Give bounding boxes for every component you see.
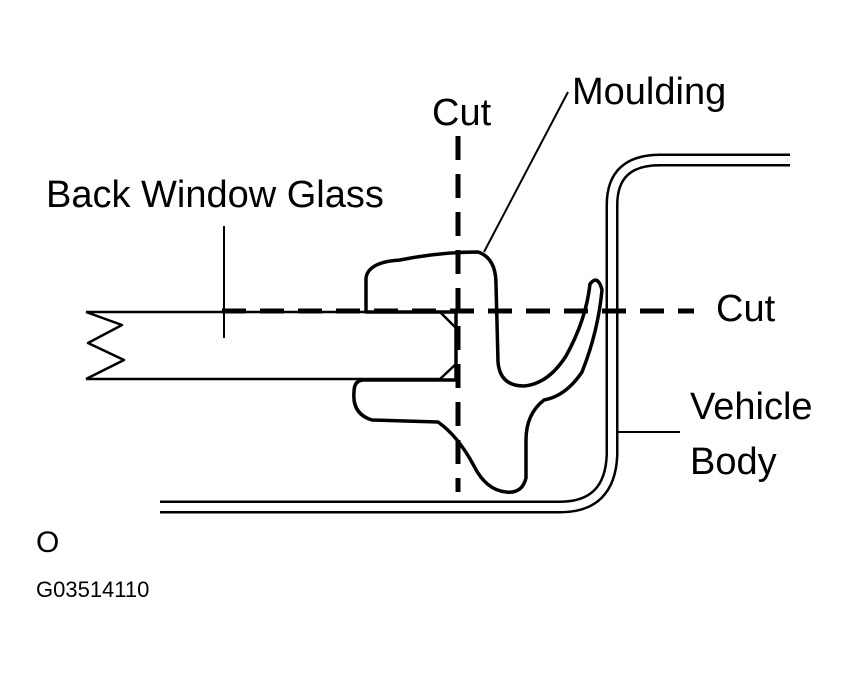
back-window-glass-panel: [85, 310, 458, 381]
glass-break-zigzag: [85, 310, 126, 381]
moulding-label: Moulding: [572, 71, 727, 113]
moulding-profile: [352, 250, 604, 494]
vehicle-body-label-line1: Vehicle: [690, 386, 813, 428]
vehicle-body-label-line2: Body: [690, 441, 777, 483]
figure-code: G03514110: [36, 577, 150, 602]
figure-mark: O: [36, 526, 60, 559]
vehicle-body-flange-inner: [160, 156, 790, 511]
back-window-glass-label: Back Window Glass: [46, 174, 384, 216]
cut-horizontal-label: Cut: [716, 288, 776, 330]
cut-vertical-label: Cut: [432, 92, 492, 134]
glass-chamfered-edge: [439, 311, 458, 380]
leader-moulding: [483, 91, 569, 253]
